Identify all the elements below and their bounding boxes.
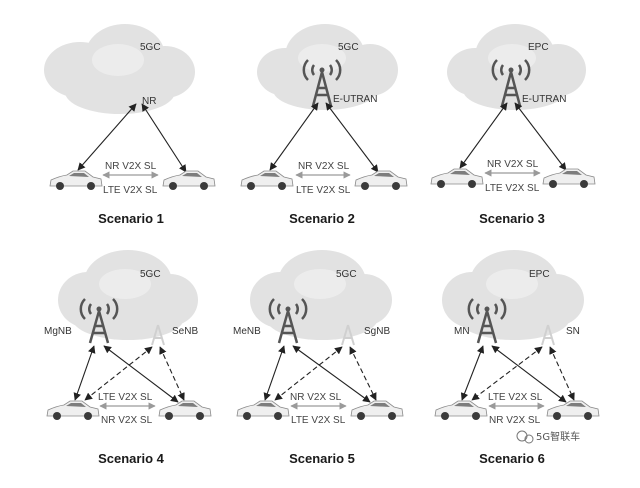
scenario-2: 5GC E-UTRAN NR V2X SL LTE V2X SL Scenari… [240,24,408,226]
uu-link-master-left [73,345,96,401]
scenario-1: 5GC NR NR V2X SL LTE V2X SL Scenario 1 [44,24,216,226]
uu-link-secondary-left [84,346,153,401]
uu-link-secondary-right [549,346,575,401]
cloud [250,250,392,340]
uu-link-right [514,102,567,171]
master-node-label: MgNB [44,326,72,337]
sidelink-label-top: LTE V2X SL [488,392,543,403]
node-label: E-UTRAN [522,94,566,105]
vehicle-right [162,170,216,190]
scenario-caption: Scenario 1 [98,211,164,226]
vehicle-right [546,400,600,420]
wechat-icon [516,430,534,444]
vehicle-left [236,400,290,420]
vehicle-right [542,168,596,188]
uu-link-secondary-right [349,346,377,401]
sidelink-label-top: LTE V2X SL [98,392,153,403]
master-node-label: MeNB [233,326,261,337]
uu-link-master-left [460,345,485,401]
radio-tower-icon [491,59,531,107]
scenario-5: 5GC MeNB SgNB NR V2X SL [233,250,404,466]
master-node-label: MN [454,326,470,337]
scenario-caption: Scenario 5 [289,451,355,466]
core-label: EPC [528,42,549,53]
cloud [257,24,398,110]
sidelink-label-bottom: NR V2X SL [101,415,153,426]
scenario-3: EPC E-UTRAN NR V2X SL LTE V2X SL Scenari… [430,24,596,226]
secondary-radio-tower-icon [341,324,355,346]
uu-link-left [459,102,508,169]
uu-link-secondary-left [471,346,543,401]
core-label: 5GC [338,42,359,53]
cloud [44,24,195,114]
uu-link-secondary-left [274,346,343,401]
sidelink-label-top: NR V2X SL [290,392,342,403]
secondary-node-label: SgNB [364,326,390,337]
vehicle-left [49,170,103,190]
secondary-node-label: SeNB [172,326,198,337]
uu-link-left [77,103,137,171]
secondary-radio-tower-icon [541,324,555,346]
master-radio-tower-icon [79,298,119,344]
core-label: 5GC [140,269,161,280]
node-label: NR [142,96,156,107]
core-label: 5GC [336,269,357,280]
sidelink-label-top: NR V2X SL [105,161,157,172]
vehicle-left [46,400,100,420]
watermark: 5G智联车 [516,430,580,444]
uu-link-right [325,102,379,173]
watermark-text: 5G智联车 [536,430,580,443]
scenario-4: 5GC MgNB SeNB LTE V2X S [44,250,212,466]
core-label: 5GC [140,42,161,53]
node-label: E-UTRAN [333,94,377,105]
scenario-caption: Scenario 2 [289,211,355,226]
uu-link-master-left [263,345,286,401]
uu-link-left [269,102,319,171]
uu-link-secondary-right [159,346,185,401]
vehicle-left [434,400,488,420]
vehicle-right [354,170,408,190]
sidelink-label-top: NR V2X SL [298,161,350,172]
radio-tower-icon [302,59,342,107]
sidelink-label-bottom: NR V2X SL [489,415,541,426]
secondary-node-label: SN [566,326,580,337]
scenario-caption: Scenario 3 [479,211,545,226]
secondary-radio-tower-icon [151,324,165,346]
vehicle-left [240,170,294,190]
core-label: EPC [529,269,550,280]
vehicle-left [430,168,484,188]
uu-link-right [141,103,187,173]
sidelink-label-bottom: LTE V2X SL [291,415,346,426]
master-radio-tower-icon [467,298,507,344]
sidelink-label-bottom: LTE V2X SL [296,185,351,196]
scenario-caption: Scenario 6 [479,451,545,466]
scenario-6: EPC MN SN LTE V2X SL [434,250,600,466]
vehicle-right [350,400,404,420]
cloud [58,250,198,340]
sidelink-label-top: NR V2X SL [487,159,539,170]
master-radio-tower-icon [268,298,308,344]
scenario-caption: Scenario 4 [98,451,165,466]
vehicle-right [158,400,212,420]
sidelink-label-bottom: LTE V2X SL [485,183,540,194]
sidelink-label-bottom: LTE V2X SL [103,185,158,196]
